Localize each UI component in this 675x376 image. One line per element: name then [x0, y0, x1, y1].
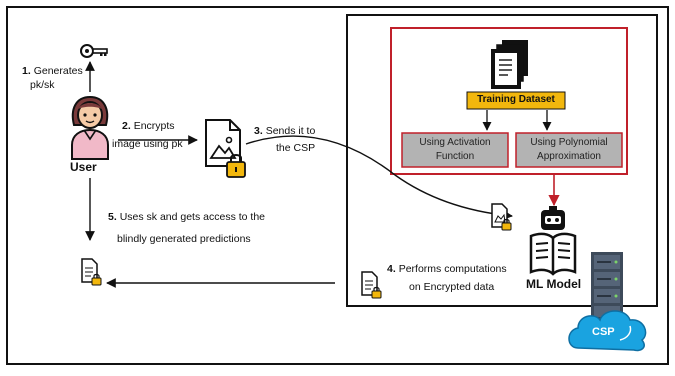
step-3-line2: the CSP: [276, 142, 316, 154]
step-4-line1: Performs computations: [398, 263, 507, 275]
ml-model-label: ML Model: [526, 277, 582, 291]
polynomial-approximation-box: [515, 132, 623, 168]
step-2-line2: image using pk: [112, 138, 183, 150]
user-label: User: [70, 160, 97, 174]
step-5-line2: blindly generated predictions: [117, 233, 251, 245]
user-avatar-icon: [71, 95, 109, 160]
step-2-label: 2. Encrypts image using pk: [112, 119, 183, 151]
step-5-number: 5.: [108, 211, 117, 223]
step-3-line1: Sends it to: [265, 125, 316, 137]
step-4-line2: on Encrypted data: [409, 281, 495, 293]
step-4-number: 4.: [387, 263, 396, 275]
step-2-line1: Encrypts: [133, 120, 175, 132]
encrypted-file-icon: [361, 271, 382, 299]
activation-function-label: Using Activation Function: [419, 137, 491, 162]
training-dataset-label: Training Dataset: [477, 94, 555, 105]
server-icon: [591, 252, 623, 320]
step-1-line2: pk/sk: [30, 79, 55, 91]
step-1-label: 1. Generates pk/sk: [22, 64, 83, 92]
arrow-send-to-csp: [245, 135, 513, 221]
training-dataset-box: [466, 91, 566, 110]
step-4-label: 4. Performs computations on Encrypted da…: [387, 262, 507, 294]
csp-frame: [346, 14, 658, 307]
step-5-line1: Uses sk and gets access to the: [119, 211, 266, 223]
robot-reading-icon: [529, 206, 577, 276]
step-3-label: 3. Sends it to the CSP: [254, 124, 315, 155]
step-2-number: 2.: [122, 120, 131, 132]
lock-icon: [226, 154, 246, 178]
step-1-number: 1.: [22, 65, 31, 77]
encrypted-file-icon: [81, 258, 102, 286]
training-frame: [390, 27, 628, 175]
step-5-label: 5. Uses sk and gets access to the blindl…: [108, 210, 265, 246]
csp-label: CSP: [592, 326, 615, 338]
activation-function-box: [401, 132, 509, 168]
encrypted-file-icon: [491, 203, 512, 231]
step-1-line1: Generates: [33, 65, 83, 77]
polynomial-approximation-label: Using Polynomial Approximation: [530, 137, 608, 162]
encrypted-image-icon: [205, 119, 246, 178]
outer-frame: [6, 6, 669, 365]
document-stack-icon: [491, 40, 528, 89]
cloud-icon: [568, 310, 647, 352]
step-3-number: 3.: [254, 125, 263, 137]
key-icon: [80, 44, 108, 58]
